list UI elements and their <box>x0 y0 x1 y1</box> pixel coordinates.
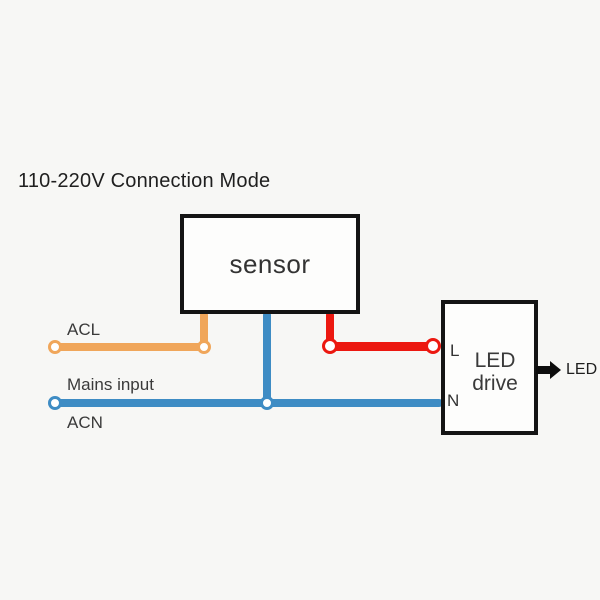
led-drive-label-line1: LED <box>474 349 516 372</box>
diagram-title: 110-220V Connection Mode <box>18 170 271 192</box>
acl-wire-horizontal <box>55 343 207 351</box>
acl-terminal-circle <box>48 340 62 354</box>
acl-wire-vertical <box>200 311 208 351</box>
mains-wire-vertical <box>263 311 271 407</box>
acn-label: ACN <box>67 413 103 432</box>
mains-junction-circle <box>260 396 274 410</box>
live-wire-vertical <box>326 311 334 351</box>
live-wire-horizontal <box>330 342 434 351</box>
sensor-label: sensor <box>229 248 311 279</box>
sensor-box: sensor <box>180 214 360 314</box>
acl-corner-circle <box>197 340 211 354</box>
live-corner-circle <box>322 338 338 354</box>
led-output-label: LED <box>566 361 598 378</box>
acl-label: ACL <box>67 320 101 339</box>
terminal-n-label: N <box>447 391 460 410</box>
acn-terminal-circle <box>48 396 62 410</box>
mains-input-label: Mains input <box>67 375 154 394</box>
mains-wire-horizontal <box>55 399 443 407</box>
arrow-body <box>536 366 550 374</box>
led-drive-label-line2: drive <box>472 372 518 395</box>
arrow-head <box>550 361 561 379</box>
terminal-l-label: L <box>450 341 460 360</box>
led-drive-label: LED drive <box>466 349 524 395</box>
live-terminal-circle <box>425 338 441 354</box>
